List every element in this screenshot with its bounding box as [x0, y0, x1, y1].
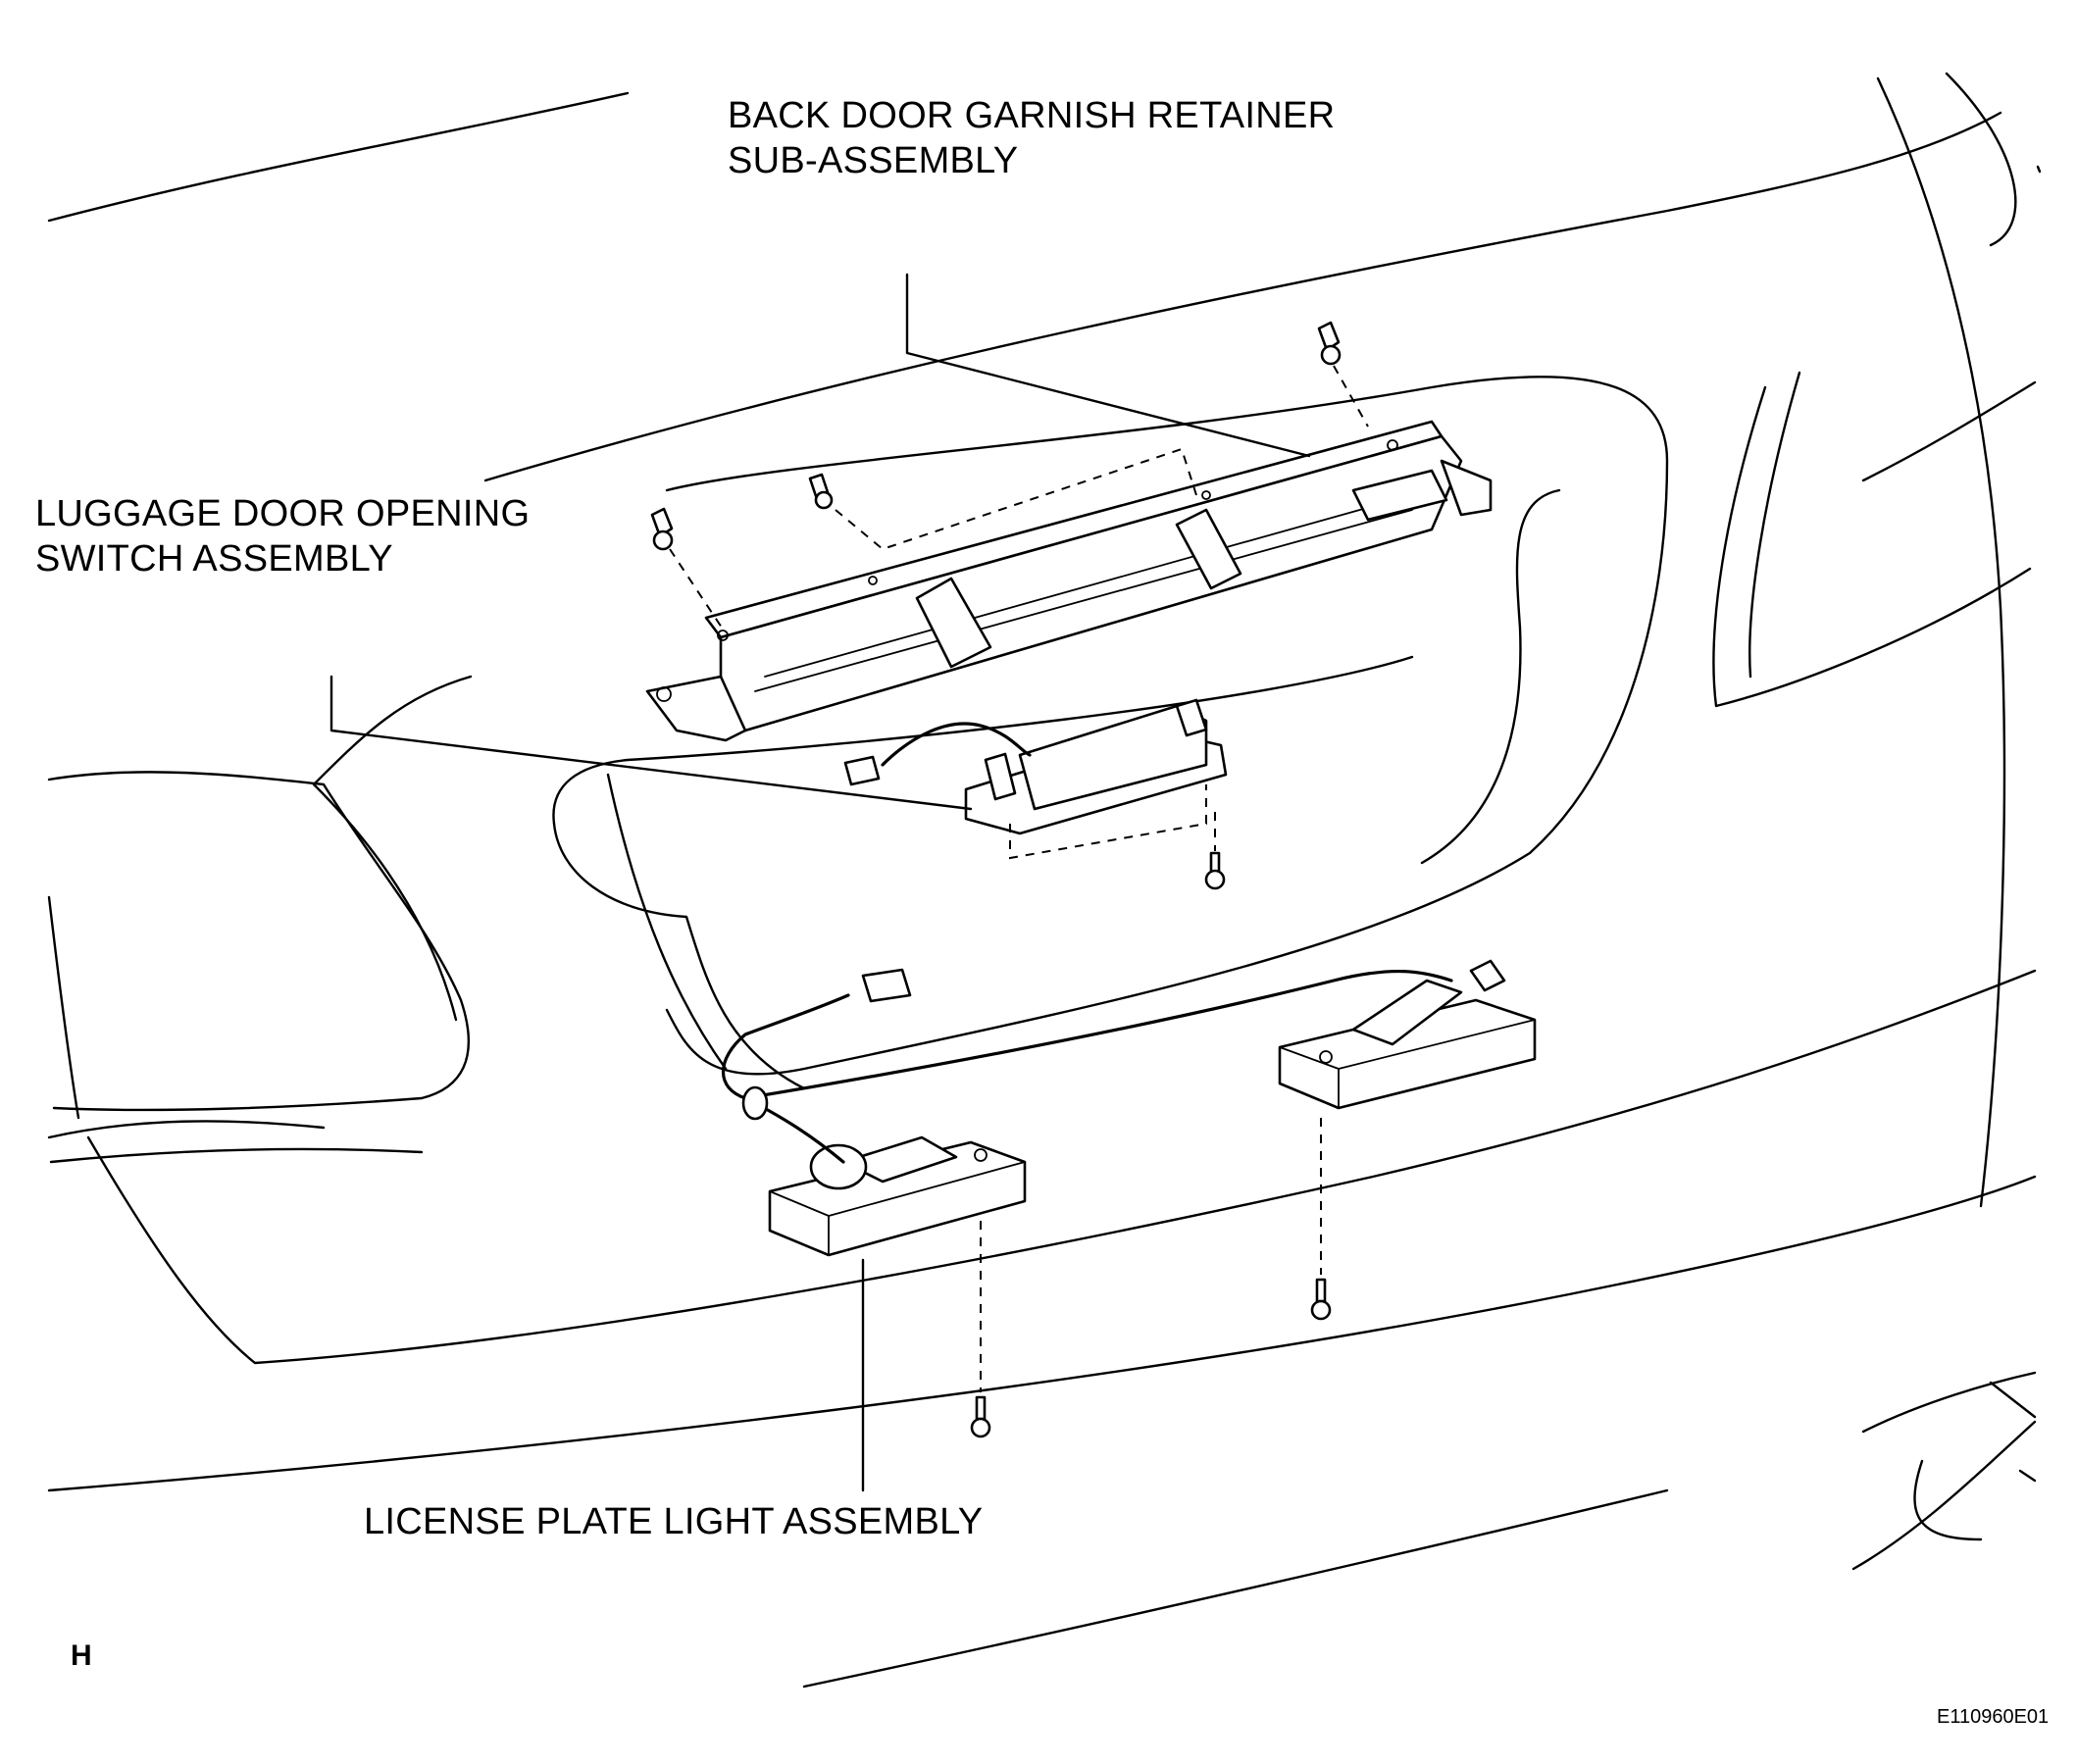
label-luggage-door-switch-line1: LUGGAGE DOOR OPENING — [35, 493, 531, 534]
license-plate-light-parts — [722, 959, 1537, 1438]
leader-lines — [329, 273, 1311, 1492]
back-door-garnish-retainer-part — [645, 420, 1493, 742]
leader-switch — [329, 675, 973, 811]
label-back-door-garnish-retainer-line2: SUB-ASSEMBLY — [728, 140, 1019, 181]
corner-mark: H — [71, 1639, 92, 1672]
label-back-door-garnish-retainer-line1: BACK DOOR GARNISH RETAINER — [728, 95, 1336, 136]
label-license-plate-light: LICENSE PLATE LIGHT ASSEMBLY — [364, 1501, 984, 1542]
label-luggage-door-switch-line2: SWITCH ASSEMBLY — [35, 538, 393, 580]
figure-id: E110960E01 — [1937, 1706, 2050, 1728]
luggage-door-switch-part — [843, 698, 1228, 890]
retainer-fasteners — [650, 321, 1369, 629]
vehicle-body-outline — [47, 72, 2042, 1688]
leader-retainer — [905, 273, 1311, 458]
